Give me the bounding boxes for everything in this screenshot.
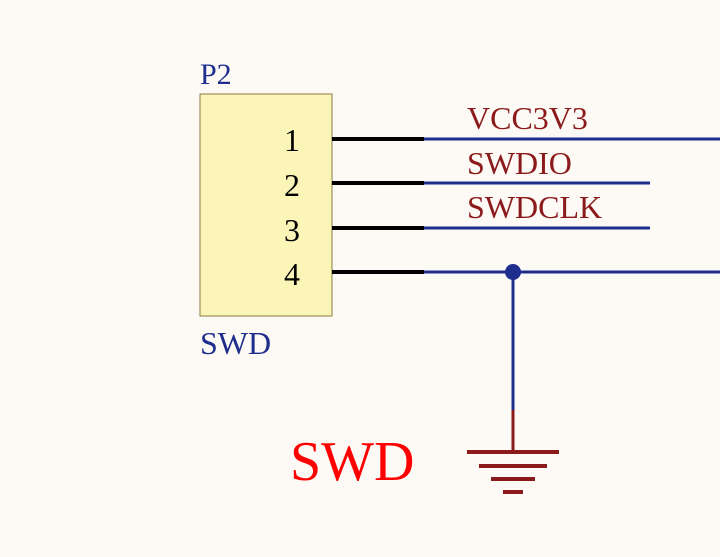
net-label-vcc3v3: VCC3V3 (467, 100, 588, 136)
annotation-text: SWD (290, 431, 414, 493)
pin-number-3: 3 (284, 212, 300, 248)
pin-number-1: 1 (284, 122, 300, 158)
connector-body[interactable] (199, 93, 333, 317)
net-label-swdclk: SWDCLK (467, 189, 602, 225)
component-value: SWD (200, 325, 271, 361)
component-designator: P2 (200, 58, 232, 91)
net-label-swdio: SWDIO (467, 145, 572, 181)
junction-dot (505, 264, 521, 280)
ground-icon[interactable] (467, 410, 559, 494)
pin-number-4: 4 (284, 256, 300, 292)
pin-number-2: 2 (284, 167, 300, 203)
